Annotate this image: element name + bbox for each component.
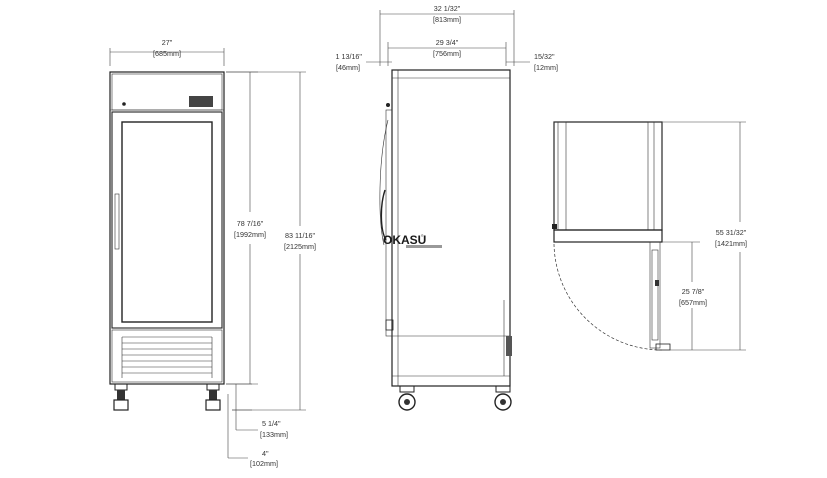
top-door-base [553, 229, 663, 243]
side-overall-depth-mm: [813mm] [433, 15, 461, 24]
side-body-depth-in: 29 3/4" [436, 38, 459, 47]
side-cabinet-outline [391, 69, 511, 387]
top-door-width-mm: [657mm] [679, 298, 707, 307]
side-handle-depth-dimension: 1 13/16" [46mm] [335, 52, 392, 72]
top-right-wall [647, 121, 663, 231]
svg-text:®: ® [421, 234, 424, 238]
front-body-height-dimension: 78 7/16" [1992mm] [226, 71, 266, 385]
side-overall-depth-dimension: 32 1/32" [813mm] [379, 4, 515, 66]
top-open-door [649, 241, 671, 351]
front-caster-height-mm: [133mm] [260, 430, 288, 439]
front-overall-height-mm: [2125mm] [284, 242, 316, 251]
top-door-swing-in: 55 31/32" [716, 228, 747, 237]
front-body-height-in: 78 7/16" [237, 219, 264, 228]
top-view: 55 31/32" [1421mm] 25 7/8" [657mm] [552, 121, 747, 351]
side-rear-offset-in: 15/32" [534, 52, 555, 61]
side-handle-depth-mm: [46mm] [336, 63, 360, 72]
front-width-in: 27" [162, 38, 173, 47]
side-rear-offset-dimension: 15/32" [12mm] [506, 52, 558, 72]
front-overall-height-dimension: 83 11/16" [2125mm] [226, 71, 316, 411]
side-body-depth-mm: [756mm] [433, 49, 461, 58]
top-left-wall [553, 121, 567, 231]
front-body-height-mm: [1992mm] [234, 230, 266, 239]
front-cabinet-outline [109, 71, 225, 385]
front-caster-height-dimension: 5 1/4" [133mm] [226, 383, 288, 439]
side-door-handle [379, 103, 394, 337]
front-overall-height-in: 83 11/16" [285, 231, 315, 240]
top-door-swing-arc [553, 243, 663, 351]
top-door-width-in: 25 7/8" [682, 287, 705, 296]
side-view: 32 1/32" [813mm] 29 3/4" [756mm] 1 13/16… [335, 4, 558, 411]
top-door-width-dimension: 25 7/8" [657mm] [662, 241, 707, 350]
side-rear-detail [503, 300, 512, 376]
front-width-mm: [685mm] [153, 49, 181, 58]
front-door [111, 111, 223, 329]
front-display-panel [189, 96, 213, 107]
side-rear-offset-mm: [12mm] [534, 63, 558, 72]
front-door-handle [114, 193, 120, 250]
front-grille [111, 329, 223, 383]
top-door-swing-mm: [1421mm] [715, 239, 747, 248]
front-caster-height-in: 5 1/4" [262, 419, 281, 428]
okasu-logo: OKASU ® [383, 233, 442, 248]
front-view: 27" [685mm] 78 7/16" [1992mm] 83 11/16" … [109, 38, 316, 468]
side-body-depth-dimension: 29 3/4" [756mm] [387, 38, 507, 66]
front-leg-height-mm: [102mm] [250, 459, 278, 468]
top-cabinet-outline [553, 121, 663, 231]
front-leg-height-dimension: 4" [102mm] [227, 394, 278, 468]
svg-text:OKASU: OKASU [383, 233, 426, 247]
front-door-glass [121, 121, 213, 323]
top-door-swing-dimension: 55 31/32" [1421mm] [662, 121, 747, 351]
side-casters [398, 385, 512, 411]
front-leg-height-in: 4" [262, 449, 269, 458]
side-handle-depth-in: 1 13/16" [335, 52, 362, 61]
front-width-dimension: 27" [685mm] [109, 38, 225, 66]
front-lock-dot [122, 102, 126, 106]
front-casters [113, 383, 221, 411]
side-overall-depth-in: 32 1/32" [434, 4, 461, 13]
front-grille-slats [121, 336, 213, 378]
